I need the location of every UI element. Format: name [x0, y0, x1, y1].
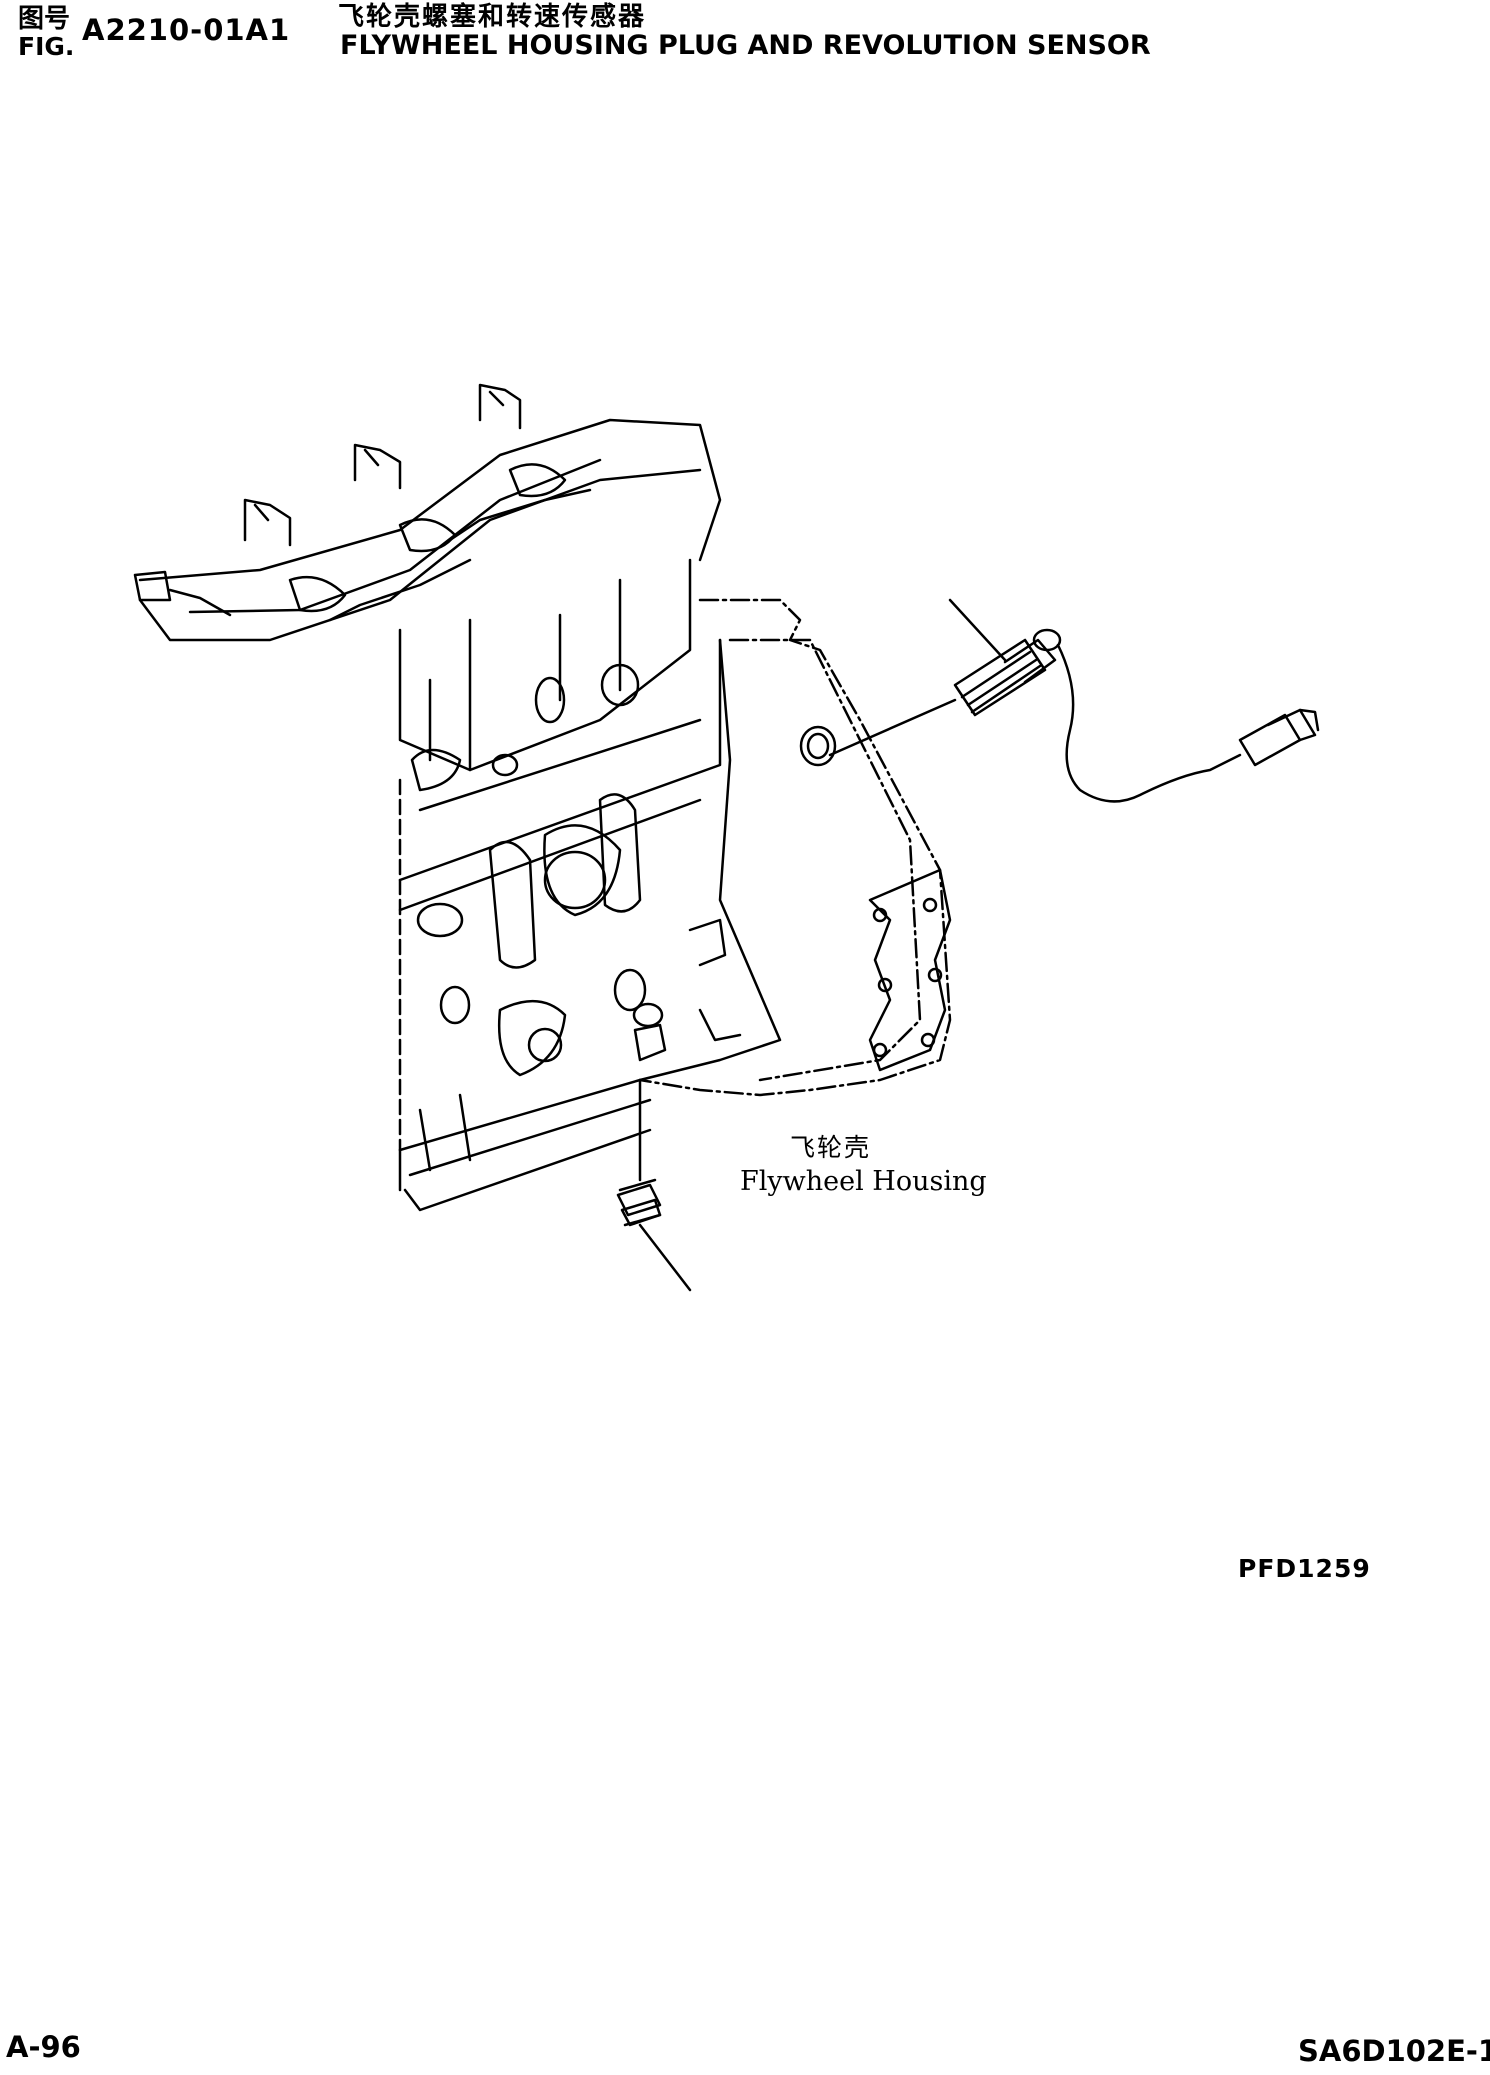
figure-label-cn: 图号	[18, 4, 71, 34]
drawing-reference-code: PFD1259	[1238, 1554, 1371, 1583]
figure-title-en: FLYWHEEL HOUSING PLUG AND REVOLUTION SEN…	[340, 30, 1151, 61]
housing-plug-drawing	[618, 1080, 690, 1290]
flywheel-housing-label-cn: 飞轮壳	[790, 1133, 872, 1162]
engine-block-drawing	[135, 385, 950, 1210]
figure-number: A2210-01A1	[82, 13, 291, 47]
figure-label-en: FIG.	[18, 32, 75, 61]
figure-title-cn: 飞轮壳螺塞和转速传感器	[338, 2, 647, 32]
engine-model-code: SA6D102E-1	[1298, 2034, 1490, 2068]
revolution-sensor-drawing	[830, 600, 1318, 801]
flywheel-housing-label-en: Flywheel Housing	[740, 1166, 987, 1197]
page-number: A-96	[6, 2030, 81, 2064]
